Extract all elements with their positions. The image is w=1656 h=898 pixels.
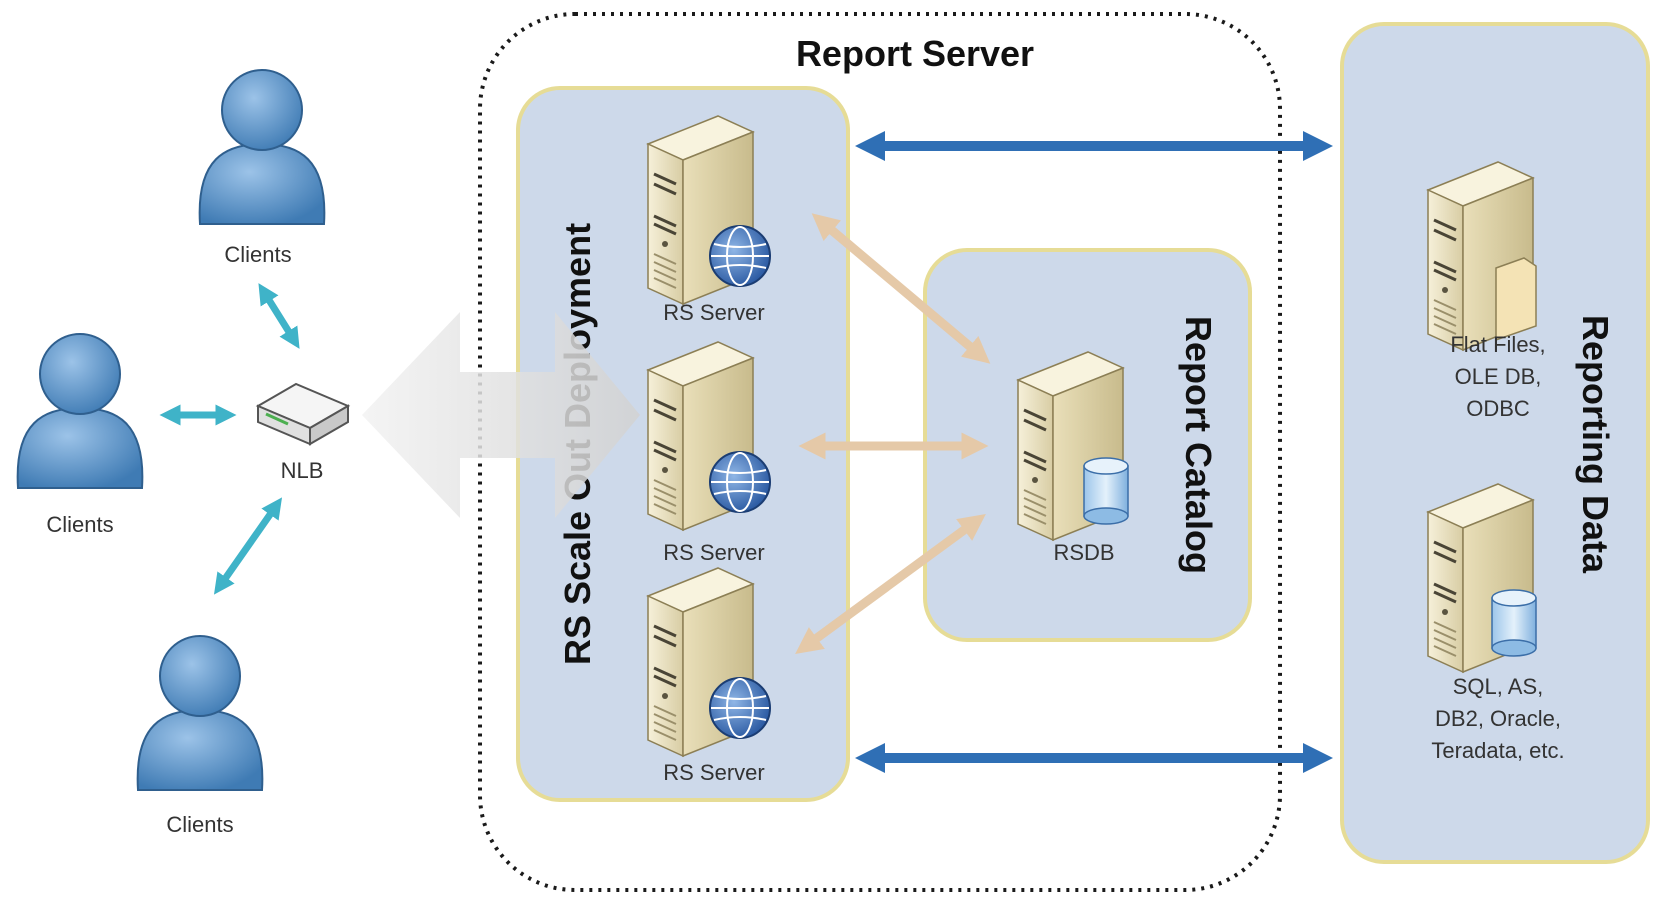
catalog-title: Report Catalog [1178,316,1219,574]
file-icon [1495,257,1537,342]
database-icon [1491,589,1537,657]
rs-server-2 [646,340,771,532]
sql-server [1426,482,1537,674]
globe-icon [709,451,771,513]
reporting-data-title: Reporting Data [1575,315,1616,574]
globe-icon [709,225,771,287]
rsdb-label: RSDB [1053,540,1114,565]
rs-server-2-label: RS Server [663,540,764,565]
client-bottom-person-icon [136,635,264,791]
sql-label-3: Teradata, etc. [1431,738,1564,763]
nlb-to-servers-arrow [362,312,640,518]
sql-label-1: SQL, AS, [1453,674,1544,699]
database-icon [1083,457,1129,525]
server3-catalog-arrow [795,514,986,654]
flat-files-label-2: OLE DB, [1455,364,1542,389]
sql-label-2: DB2, Oracle, [1435,706,1561,731]
nlb-device-icon [255,382,351,446]
client-top-person-icon [198,69,326,225]
rs-server-1-label: RS Server [663,300,764,325]
report-server-title: Report Server [796,33,1034,74]
rs-server-3-label: RS Server [663,760,764,785]
client-left-person-icon [16,333,144,489]
rs-server-3 [646,566,771,758]
globe-icon [709,677,771,739]
flat-files-server [1426,160,1537,352]
client-bottom-nlb-arrow [213,497,283,595]
client-top-label: Clients [224,242,291,267]
flat-files-label-3: ODBC [1466,396,1530,421]
client-top-nlb-arrow [258,283,300,349]
client-left-label: Clients [46,512,113,537]
nlb-label: NLB [281,458,324,483]
rsdb-server [1016,350,1129,542]
flat-files-label-1: Flat Files, [1450,332,1545,357]
rs-server-1 [646,114,771,306]
reporting-data-container [1340,22,1650,864]
server1-catalog-arrow [811,213,991,364]
client-bottom-label: Clients [166,812,233,837]
